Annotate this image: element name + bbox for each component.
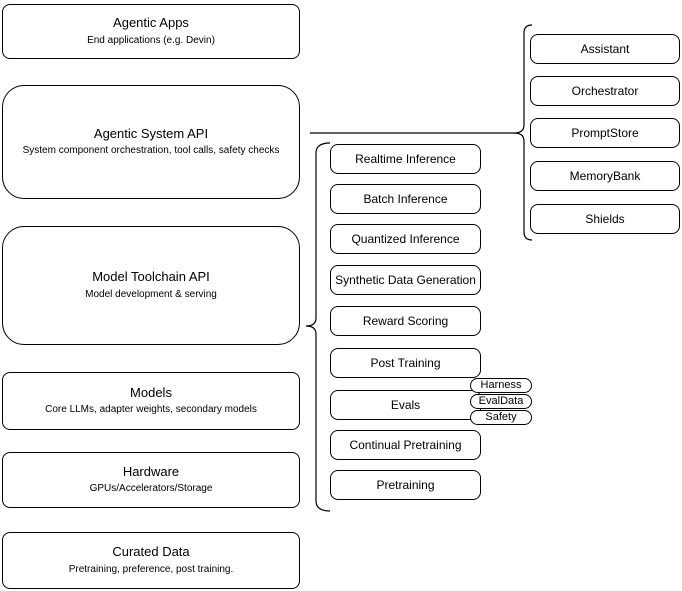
box-curated-data: Curated Data Pretraining, preference, po… (2, 532, 300, 589)
toolchain-item-realtime-inference: Realtime Inference (330, 144, 481, 174)
box-subtitle: System component orchestration, tool cal… (22, 145, 280, 157)
component-promptstore: PromptStore (530, 118, 680, 148)
component-memorybank: MemoryBank (530, 161, 680, 191)
eval-tag-harness: Harness (470, 378, 532, 393)
box-title: Models (130, 384, 172, 400)
toolchain-item-evals: Evals (330, 390, 481, 420)
box-title: Agentic System API (93, 125, 209, 141)
box-title: Hardware (122, 463, 180, 479)
toolchain-item-quantized-inference: Quantized Inference (330, 224, 481, 254)
box-subtitle: Model development & serving (85, 288, 217, 300)
box-title: Model Toolchain API (92, 269, 210, 285)
box-subtitle: End applications (e.g. Devin) (87, 34, 215, 46)
box-title: Curated Data (112, 544, 190, 560)
toolchain-brace (305, 142, 331, 512)
eval-tag-safety: Safety (470, 410, 532, 425)
toolchain-item-post-training: Post Training (330, 348, 481, 378)
toolchain-item-reward-scoring: Reward Scoring (330, 306, 481, 336)
box-agentic-apps: Agentic Apps End applications (e.g. Devi… (2, 4, 300, 59)
box-hardware: Hardware GPUs/Accelerators/Storage (2, 452, 300, 508)
toolchain-item-batch-inference: Batch Inference (330, 184, 481, 214)
component-assistant: Assistant (530, 34, 680, 64)
box-subtitle: GPUs/Accelerators/Storage (89, 483, 213, 495)
box-subtitle: Core LLMs, adapter weights, secondary mo… (45, 404, 257, 416)
toolchain-item-synthetic-data-generation: Synthetic Data Generation (330, 265, 481, 295)
toolchain-item-pretraining: Pretraining (330, 470, 481, 500)
eval-tag-evaldata: EvalData (470, 394, 532, 409)
box-subtitle: Pretraining, preference, post training. (68, 563, 234, 575)
box-title: Agentic Apps (113, 15, 189, 31)
box-model-toolchain-api: Model Toolchain API Model development & … (2, 226, 300, 345)
box-agentic-system-api: Agentic System API System component orch… (2, 85, 300, 199)
box-models: Models Core LLMs, adapter weights, secon… (2, 372, 300, 430)
toolchain-item-continual-pretraining: Continual Pretraining (330, 430, 481, 460)
component-orchestrator: Orchestrator (530, 76, 680, 106)
component-shields: Shields (530, 204, 680, 234)
